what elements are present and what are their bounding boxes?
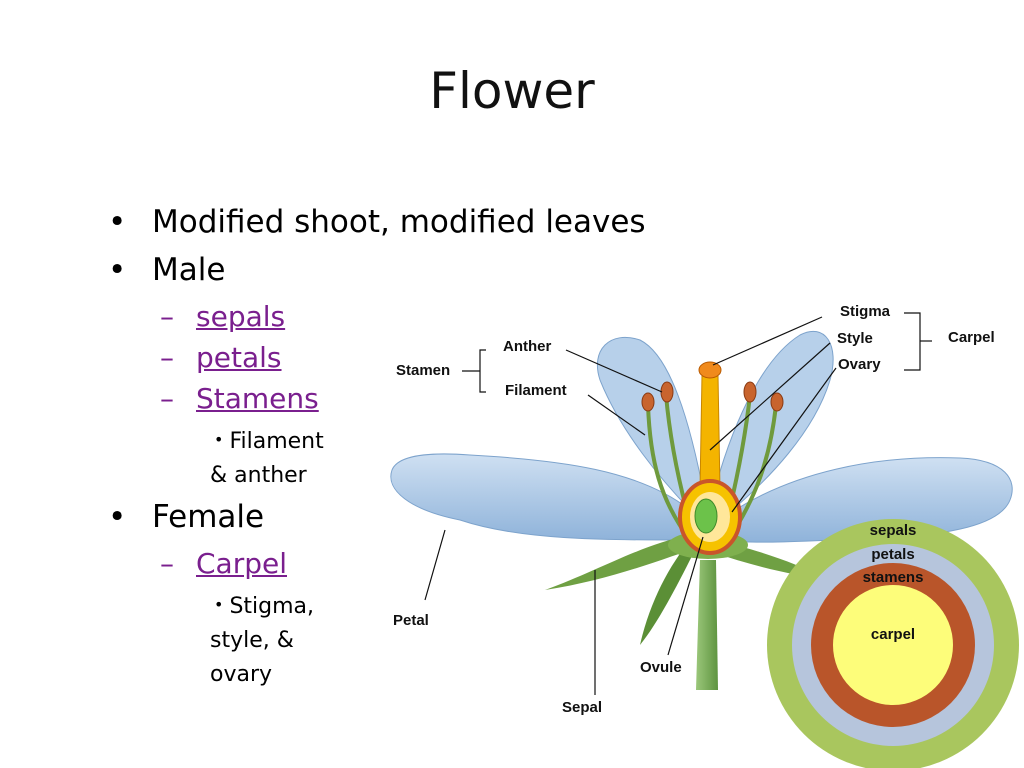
- anther-4: [770, 392, 784, 412]
- sub-bullet-stamens: –Stamens: [108, 382, 646, 423]
- anther-3: [743, 381, 757, 403]
- leader-lines: [424, 312, 932, 695]
- ring-carpel: [833, 585, 953, 705]
- label-sepal: Sepal: [562, 699, 602, 716]
- bullet-female: • Female: [108, 499, 646, 547]
- ovule: [694, 498, 718, 534]
- label-ovule: Ovule: [640, 659, 682, 676]
- label-petal: Petal: [393, 612, 429, 629]
- bullet-dot: •: [108, 204, 127, 240]
- detail-text: Filament: [229, 429, 324, 454]
- label-carpel: Carpel: [948, 329, 995, 346]
- stamens-detail: • Filament & anther: [108, 423, 350, 493]
- anther-2: [660, 381, 674, 403]
- carpel-detail-line-1: • Stigma,: [210, 588, 350, 624]
- label-stamen: Stamen: [396, 362, 450, 379]
- floral-rings: sepals petals stamens carpel: [767, 519, 1019, 768]
- dash-glyph: –: [160, 341, 174, 374]
- bullet-dot: •: [214, 595, 224, 614]
- bullet-dot: •: [108, 252, 127, 288]
- bullet-list: • Modified shoot, modified leaves • Male –…: [108, 204, 646, 692]
- bullet-modified: • Modified shoot, modified leaves: [108, 204, 646, 252]
- dash-glyph: –: [160, 382, 174, 415]
- label-ovary: Ovary: [838, 356, 881, 373]
- bullet-text: Female: [152, 499, 265, 535]
- dash-glyph: –: [160, 300, 174, 333]
- petals-link[interactable]: petals: [196, 341, 282, 374]
- bullet-male: • Male: [108, 252, 646, 300]
- label-stigma: Stigma: [840, 303, 891, 320]
- sub-bullet-petals: –petals: [108, 341, 646, 382]
- carpel-detail: • Stigma, style, & ovary: [108, 588, 350, 692]
- slide-title: Flower: [429, 62, 595, 120]
- bullet-text: Modified shoot, modified leaves: [152, 204, 646, 240]
- petal-left: [390, 453, 691, 541]
- anther-1: [641, 392, 655, 412]
- carpel-detail-line-2: style, &: [210, 628, 294, 653]
- style: [699, 374, 721, 491]
- sepal-left: [545, 535, 705, 590]
- sepals-link[interactable]: sepals: [196, 300, 286, 333]
- stamens-detail-line-1: • Filament: [210, 423, 350, 459]
- ring-label-stamens: stamens: [863, 569, 924, 586]
- anthers-group: [641, 381, 784, 412]
- sepal-center: [640, 535, 700, 645]
- carpel-link[interactable]: Carpel: [196, 547, 287, 580]
- petal-right: [719, 457, 1013, 543]
- ring-label-carpel: carpel: [871, 626, 915, 643]
- sub-bullet-sepals: –sepals: [108, 300, 646, 341]
- stigma: [698, 361, 722, 379]
- label-style: Style: [837, 330, 873, 347]
- stamens-detail-line-2: & anther: [210, 463, 307, 488]
- label-anther: Anther: [503, 338, 551, 355]
- dash-glyph: –: [160, 547, 174, 580]
- label-filament: Filament: [505, 382, 567, 399]
- bullet-text: Male: [152, 252, 226, 288]
- bullet-dot: •: [214, 430, 224, 449]
- stamens-link[interactable]: Stamens: [196, 382, 319, 415]
- flower-stem: [696, 560, 718, 690]
- ring-label-sepals: sepals: [870, 522, 917, 539]
- sub-bullet-carpel: –Carpel: [108, 547, 646, 588]
- ring-label-petals: petals: [871, 546, 914, 563]
- bullet-dot: •: [108, 499, 127, 535]
- detail-text: Stigma,: [229, 594, 315, 619]
- carpel-detail-line-3: ovary: [210, 662, 273, 687]
